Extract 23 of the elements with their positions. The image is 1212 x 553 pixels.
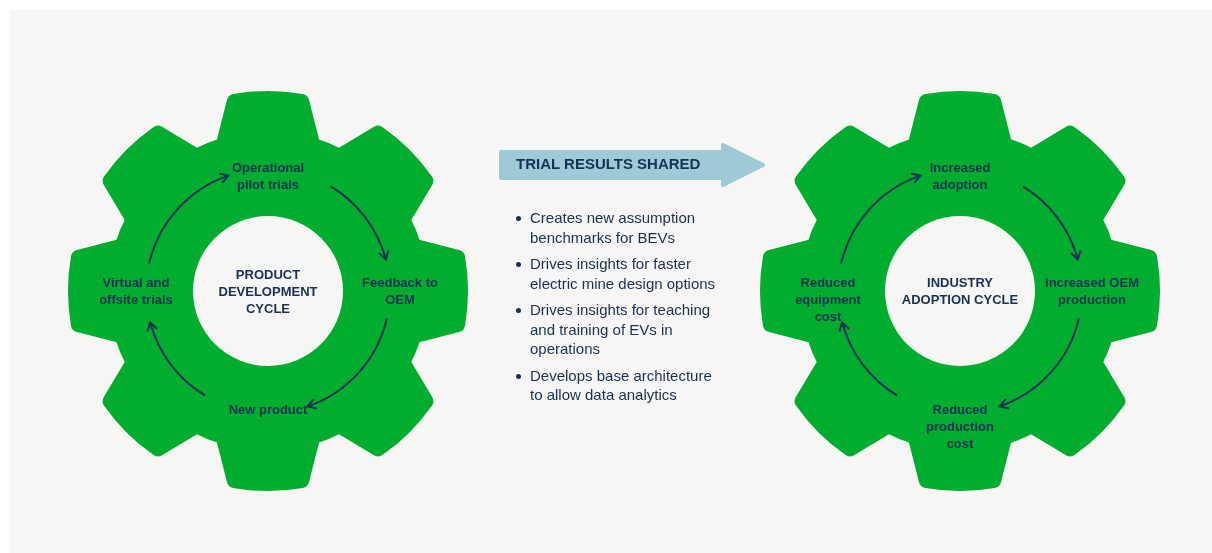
bullet-text: Develops base architecture to allow data analytics: [530, 365, 713, 405]
cycle-arrow: [998, 317, 1080, 409]
cycle-title: INDUSTRY ADOPTION CYCLE: [900, 274, 1020, 308]
cycle-arrow: [306, 317, 388, 409]
cycle-arrow: [148, 173, 230, 265]
cycle-arrow: [839, 321, 899, 397]
cycle-arrow: [840, 173, 922, 265]
step-label: Reduced production cost: [915, 401, 1005, 452]
step-label: Reduced equipment cost: [786, 274, 870, 325]
bullet-text: Drives insights for teaching and training of EVs in operations: [530, 300, 712, 359]
step-label: Virtual and offsite trials: [86, 274, 186, 316]
arrow-banner: TRIAL RESULTS SHARED: [497, 143, 767, 187]
step-label: Operational pilot trials: [218, 159, 318, 193]
step-label: Feedback to OEM: [360, 274, 440, 316]
bullet-text: Drives insights for faster electric mine design options: [530, 254, 717, 293]
cycle-title: PRODUCT DEVELOPMENT CYCLE: [217, 265, 319, 317]
step-label: New product: [228, 401, 308, 418]
cycle-arrow: [147, 321, 207, 397]
step-label: Increased OEM production: [1036, 274, 1148, 316]
step-label: Increased adoption: [915, 159, 1005, 193]
cycle-arrow: [329, 185, 389, 261]
cycle-arrow: [1021, 185, 1081, 261]
bullet-text: Creates new assumption benchmarks for BEVs: [530, 208, 697, 247]
